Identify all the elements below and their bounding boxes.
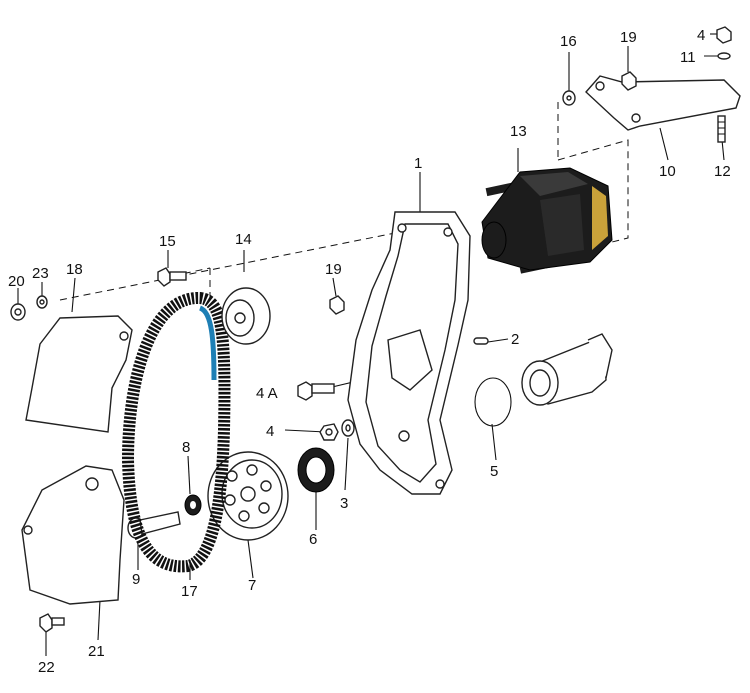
callout-16: 16 <box>560 33 577 50</box>
callout-7: 7 <box>248 577 256 594</box>
callout-4-top: 4 <box>697 27 705 44</box>
lower-cover-part-21 <box>21 465 125 605</box>
callout-22: 22 <box>38 659 55 676</box>
washer-part-3 <box>341 419 355 437</box>
washer-part-16 <box>562 90 576 106</box>
callout-labels: 1 2 3 4 4 4 A 5 6 7 8 9 10 11 12 13 14 1… <box>8 27 731 676</box>
callout-10: 10 <box>659 163 676 180</box>
pump-part-13 <box>481 167 613 274</box>
bracket-part-10 <box>585 75 741 131</box>
nut-part-4 <box>319 423 339 441</box>
callout-4-lower: 4 <box>266 423 274 440</box>
housing-part-1 <box>347 211 471 495</box>
o-ring-part-5 <box>474 377 512 427</box>
callout-19-mid: 19 <box>325 261 342 278</box>
callout-12: 12 <box>714 163 731 180</box>
timing-belt-part-17 <box>121 291 231 573</box>
callout-4a: 4 A <box>256 385 278 402</box>
stud-part-12 <box>717 115 726 143</box>
callout-8: 8 <box>182 439 190 456</box>
callout-21: 21 <box>88 643 105 660</box>
callout-15: 15 <box>159 233 176 250</box>
callout-19-top: 19 <box>620 29 637 46</box>
screw-part-22 <box>39 613 65 633</box>
washer-part-11 <box>717 52 731 60</box>
nut-part-4-top <box>716 26 732 44</box>
callout-6: 6 <box>309 531 317 548</box>
washer-part-8 <box>184 494 202 516</box>
callout-11: 11 <box>680 49 696 66</box>
bushing-part-20 <box>10 303 26 321</box>
washer-part-23 <box>36 295 48 309</box>
seal-part-6 <box>297 447 335 493</box>
nut-part-19-upper <box>621 71 637 91</box>
nut-part-19-lower <box>329 295 345 315</box>
callout-18: 18 <box>66 261 83 278</box>
callout-20: 20 <box>8 273 25 290</box>
upper-cover-part-18 <box>25 315 133 433</box>
pulley-part-14 <box>221 287 271 345</box>
callout-2: 2 <box>511 331 519 348</box>
shaft-assembly <box>521 333 613 406</box>
bolt-part-15 <box>157 267 187 287</box>
callout-23: 23 <box>32 265 49 282</box>
pin-part-2 <box>473 337 489 345</box>
bolt-part-4a <box>297 381 335 401</box>
callout-14: 14 <box>235 231 252 248</box>
callout-5: 5 <box>490 463 498 480</box>
pulley-part-7 <box>207 451 289 541</box>
callout-9: 9 <box>132 571 140 588</box>
callout-3: 3 <box>340 495 348 512</box>
callout-1: 1 <box>414 155 422 172</box>
callout-17: 17 <box>181 583 198 600</box>
callout-13: 13 <box>510 123 527 140</box>
